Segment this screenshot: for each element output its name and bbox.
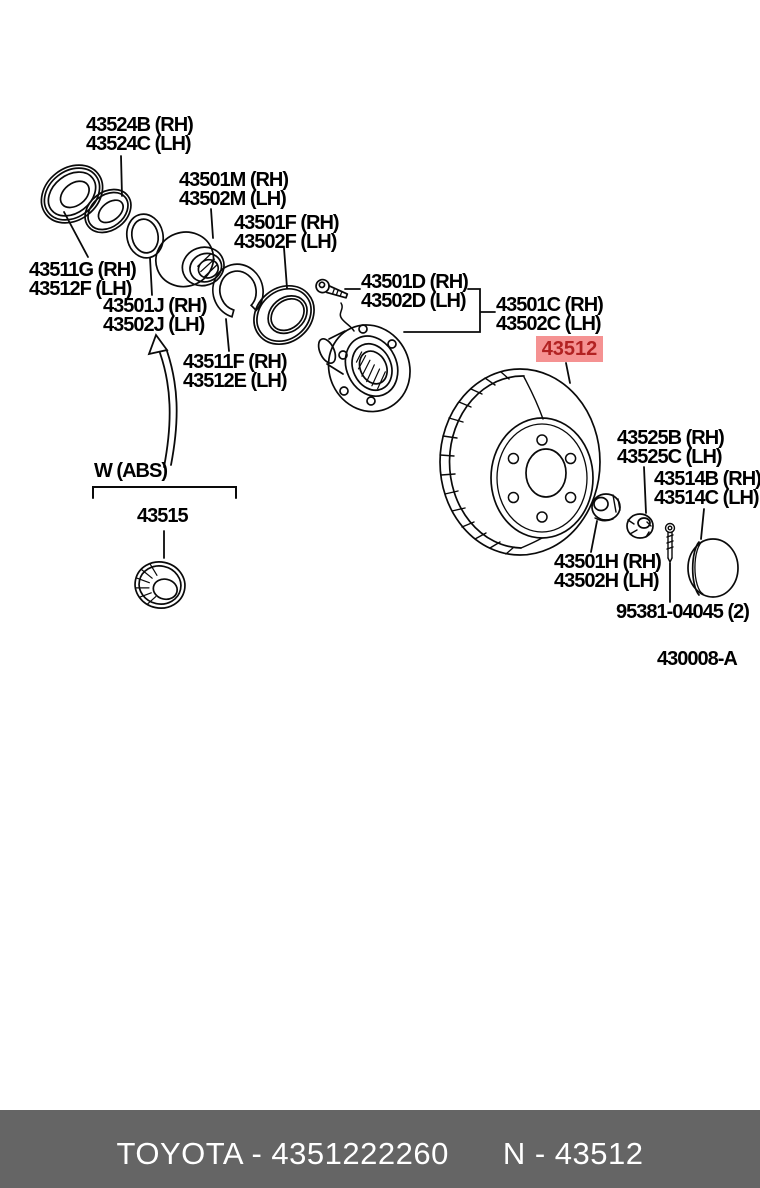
abs-arrow xyxy=(147,333,178,468)
part-number-line: 43502J (LH) xyxy=(103,313,205,336)
figure-ref-code: 430008-A xyxy=(657,648,738,670)
part-number-line: 43502D (LH) xyxy=(361,289,467,312)
part-number-line: 43501M (RH) xyxy=(179,169,289,191)
footer-figure-code: N - 43512 xyxy=(502,1136,644,1171)
part-number-line: 43515 xyxy=(137,505,189,527)
dust-cover-drawing xyxy=(84,188,132,234)
part-label-cotter-pin[interactable]: 95381-04045 (2) xyxy=(616,601,750,623)
part-label-brake-disc-highlighted[interactable]: 43512 xyxy=(536,336,603,362)
part-label-abs-bearing[interactable]: 43515 xyxy=(137,505,189,527)
footer-brand-code: TOYOTA - 4351222260 xyxy=(116,1136,449,1171)
footer-bar: TOYOTA - 4351222260 N - 43512 xyxy=(0,1110,760,1188)
part-number-line: 43501J (RH) xyxy=(103,295,208,317)
part-label-hub-nut[interactable]: 43501H (RH) 43502H (LH) xyxy=(554,551,662,592)
hub-nut-drawing xyxy=(591,493,621,522)
part-number-line: 43524C (LH) xyxy=(86,132,192,155)
part-label-outer-seal[interactable]: 43511G (RH) 43512F (LH) xyxy=(29,259,137,300)
part-label-grease-cap[interactable]: 43514B (RH) 43514C (LH) xyxy=(654,468,760,509)
brake-disc-drawing xyxy=(439,368,601,556)
part-label-spacer-ring[interactable]: 43501J (RH) 43502J (LH) xyxy=(103,295,208,336)
part-number-line: 43525C (LH) xyxy=(617,445,723,468)
part-number-line: 43501C (RH) xyxy=(496,294,604,316)
part-label-snap-ring[interactable]: 43511F (RH) 43512E (LH) xyxy=(183,351,287,392)
part-label-axle-hub[interactable]: 43501C (RH) 43502C (LH) xyxy=(496,294,604,335)
spacer-ring-drawing xyxy=(125,213,165,259)
snap-ring-drawing xyxy=(212,263,264,318)
part-number-line: 43514B (RH) xyxy=(654,468,760,490)
part-label-hub-bolt[interactable]: 43501D (RH) 43502D (LH) xyxy=(361,271,469,312)
part-number-line: 43502H (LH) xyxy=(554,569,660,592)
part-number-line: 43501D (RH) xyxy=(361,271,469,293)
axle-hub-drawing xyxy=(317,324,411,413)
lock-washer-drawing xyxy=(626,513,654,539)
abs-note-label: W (ABS) xyxy=(94,460,168,482)
part-number-line: 43501H (RH) xyxy=(554,551,662,573)
abs-note-text: W (ABS) xyxy=(94,460,168,482)
highlighted-part-number: 43512 xyxy=(541,338,598,360)
wheel-bearing-drawing xyxy=(155,231,225,288)
part-number-line: 43514C (LH) xyxy=(654,486,760,509)
part-number-line: 43512E (LH) xyxy=(183,369,287,392)
part-number-line: 43502M (LH) xyxy=(179,187,287,210)
part-number-line: 43525B (RH) xyxy=(617,427,725,449)
part-label-dust-cover[interactable]: 43524B (RH) 43524C (LH) xyxy=(86,114,194,155)
cotter-pin-drawing xyxy=(664,522,676,564)
grease-cap-drawing xyxy=(687,538,739,598)
part-label-wheel-bearing[interactable]: 43501M (RH) 43502M (LH) xyxy=(179,169,289,210)
part-number-line: 43502F (LH) xyxy=(234,230,337,253)
figure-ref-text: 430008-A xyxy=(657,648,738,670)
part-number-line: 43502C (LH) xyxy=(496,312,602,335)
part-label-inner-seal[interactable]: 43501F (RH) 43502F (LH) xyxy=(234,212,340,253)
leader-lines xyxy=(63,155,705,603)
part-number-line: 43501F (RH) xyxy=(234,212,340,234)
part-number-line: 95381-04045 (2) xyxy=(616,601,750,623)
part-number-line: 43524B (RH) xyxy=(86,114,194,136)
part-number-line: 43511F (RH) xyxy=(183,351,287,373)
inner-oil-seal-drawing xyxy=(253,284,315,346)
part-label-lock-washer[interactable]: 43525B (RH) 43525C (LH) xyxy=(617,427,725,468)
part-number-line: 43511G (RH) xyxy=(29,259,137,281)
disc-vent-hatching xyxy=(439,371,515,555)
outer-oil-seal-drawing xyxy=(40,164,104,224)
abs-bearing-drawing xyxy=(134,561,186,609)
hub-bolt-drawing xyxy=(315,278,355,332)
part-number-line: 43512F (LH) xyxy=(29,277,132,300)
abs-bracket xyxy=(92,486,237,499)
